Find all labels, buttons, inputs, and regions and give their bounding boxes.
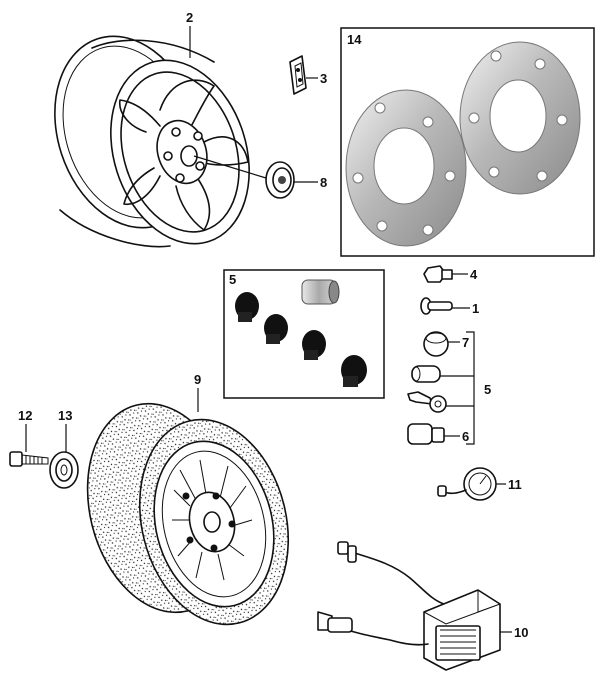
tire-valve bbox=[420, 297, 470, 315]
wheel-spacer-front bbox=[345, 89, 467, 247]
wheel-bolt bbox=[9, 451, 49, 467]
tire-pressure-gauge bbox=[437, 467, 506, 501]
callout-5-box: 5 bbox=[229, 272, 236, 287]
lock-ring bbox=[49, 451, 79, 489]
callout-11: 11 bbox=[508, 477, 522, 492]
group-bracket bbox=[466, 331, 475, 445]
wheel-with-tire bbox=[86, 402, 290, 626]
callout-10: 10 bbox=[514, 625, 528, 640]
callout-8: 8 bbox=[320, 175, 327, 190]
leader-lines bbox=[25, 26, 318, 452]
callout-2: 2 bbox=[186, 10, 193, 25]
callout-6: 6 bbox=[462, 429, 469, 444]
callout-9: 9 bbox=[194, 372, 201, 387]
lock-cylinder bbox=[411, 365, 474, 383]
lock-nut bbox=[341, 355, 367, 387]
callout-13: 13 bbox=[58, 408, 72, 423]
alloy-wheel-rim bbox=[54, 35, 250, 248]
callout-4: 4 bbox=[470, 267, 478, 282]
cap bbox=[423, 331, 460, 357]
wheel-spacer-rear bbox=[459, 41, 581, 195]
lock-nut bbox=[302, 330, 326, 360]
valve-clip bbox=[289, 55, 307, 95]
lock-nut bbox=[264, 314, 288, 344]
wheel-nut bbox=[423, 265, 468, 283]
lock-nut bbox=[235, 292, 259, 322]
callout-1: 1 bbox=[472, 301, 479, 316]
air-compressor bbox=[317, 541, 512, 671]
lock-nut-key bbox=[301, 279, 340, 305]
center-cap bbox=[193, 155, 295, 199]
key bbox=[407, 391, 474, 413]
callout-12: 12 bbox=[18, 408, 32, 423]
callout-3: 3 bbox=[320, 71, 327, 86]
callout-7: 7 bbox=[462, 335, 469, 350]
callout-14: 14 bbox=[347, 32, 362, 47]
callout-5-side: 5 bbox=[484, 382, 491, 397]
lock-body bbox=[407, 423, 460, 445]
